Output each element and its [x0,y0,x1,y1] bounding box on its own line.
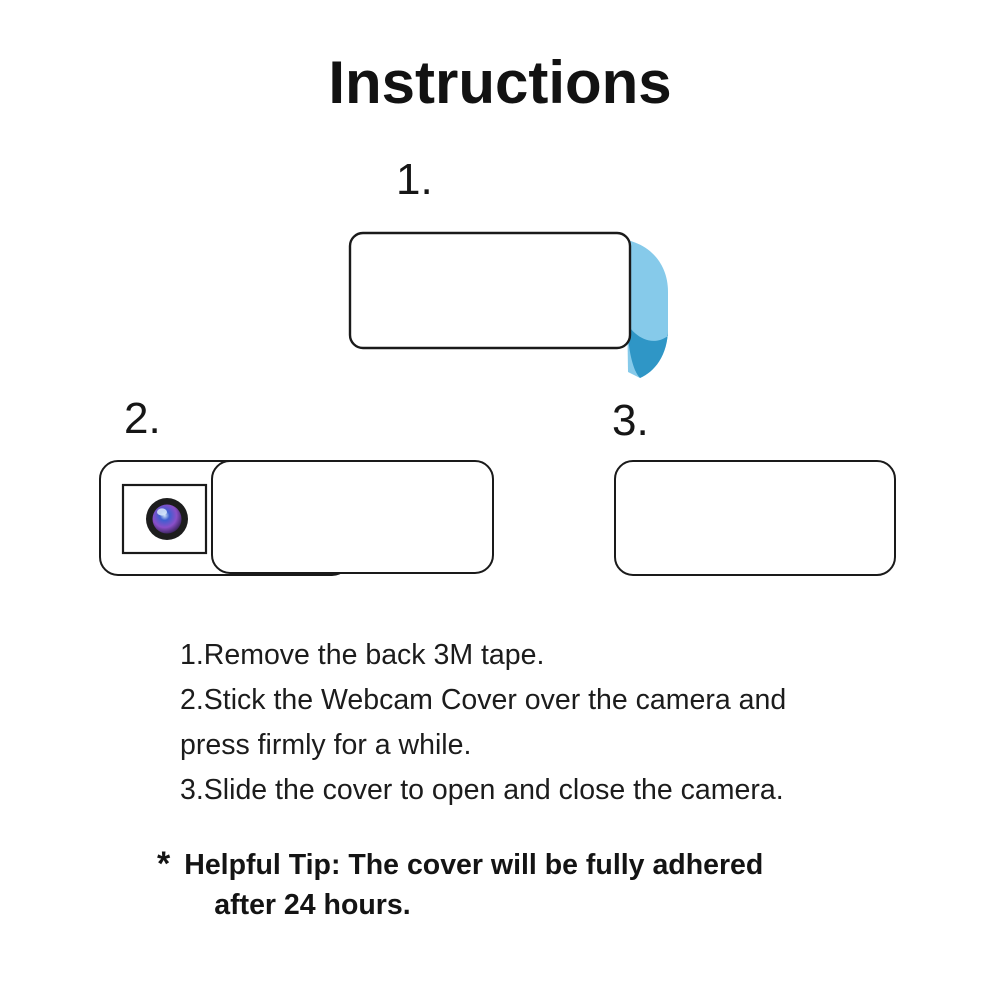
tape-peel-curl-shape [627,324,668,378]
asterisk-marker: * [157,845,171,883]
cover-slider [211,460,494,574]
camera-lens-glass [152,504,182,534]
step-2-label: 2. [124,394,161,443]
instruction-line-2: 2.Stick the Webcam Cover over the camera… [180,684,787,716]
instruction-line-1: 1.Remove the back 3M tape. [180,639,545,671]
page-title: Instructions [328,49,672,116]
step-3-illustration [614,460,896,576]
step-1-illustration [348,231,668,378]
tip-line-2: after 24 hours. [214,889,411,921]
step-3-label: 3. [612,396,649,445]
instruction-line-4: 3.Slide the cover to open and close the … [180,774,784,806]
sticker-body [348,231,632,350]
lens-highlight [157,508,167,516]
helpful-tip-block: * Helpful Tip: The cover will be fully a… [157,845,763,925]
tip-line-1: Helpful Tip: The cover will be fully adh… [184,849,764,881]
instruction-line-3: press firmly for a while. [180,729,472,761]
step-2-illustration [99,460,494,576]
step-1-label: 1. [396,155,433,204]
cover-closed [614,460,896,576]
instruction-text-block: 1.Remove the back 3M tape. 2.Stick the W… [180,633,786,813]
